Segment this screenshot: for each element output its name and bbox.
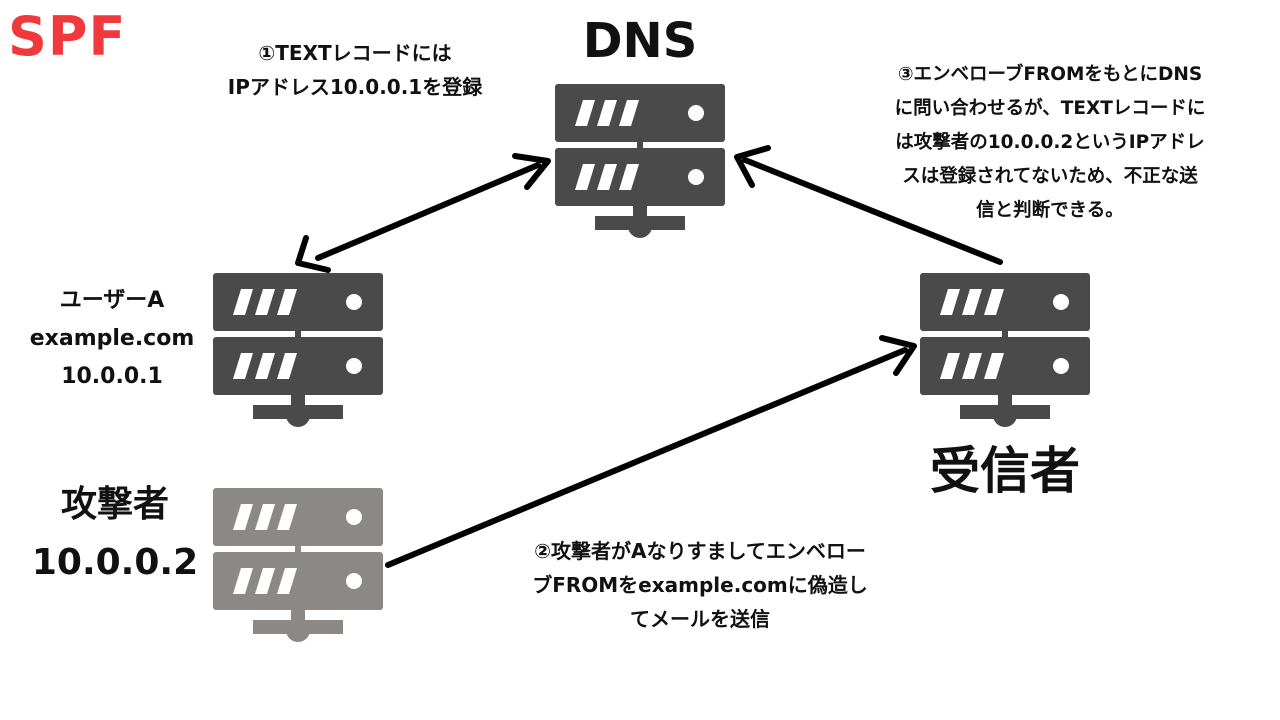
diagram-title: SPF bbox=[8, 5, 127, 68]
attacker-name: 攻撃者 bbox=[60, 484, 169, 525]
dns-label: DNS bbox=[582, 13, 698, 69]
step3-note: ③エンベローブFROMをもとにDNS に問い合わせるが、TEXTレコードに は攻… bbox=[830, 58, 1270, 228]
attacker-server-icon bbox=[213, 488, 383, 642]
step3-line-4: スは登録されてないため、不正な送 bbox=[902, 166, 1198, 187]
attacker-label: 攻撃者 10.0.0.2 bbox=[10, 476, 220, 592]
step3-line-2: に問い合わせるが、TEXTレコードに bbox=[894, 98, 1206, 119]
step3-line-5: 信と判断できる。 bbox=[976, 200, 1124, 221]
arrow-user-a-dns bbox=[295, 153, 551, 273]
user-a-domain: example.com bbox=[29, 326, 195, 351]
dns-server-icon bbox=[555, 84, 725, 238]
step3-line-3: は攻撃者の10.0.0.2というIPアドレ bbox=[895, 132, 1205, 153]
step1-note: ①TEXTレコードには IPアドレス10.0.0.1を登録 bbox=[170, 36, 540, 104]
step2-line-3: てメールを送信 bbox=[630, 607, 770, 631]
user-a-name: ユーザーA bbox=[59, 288, 165, 313]
step1-line-1: ①TEXTレコードには bbox=[258, 41, 452, 65]
user-a-ip: 10.0.0.1 bbox=[61, 364, 163, 389]
attacker-ip: 10.0.0.2 bbox=[31, 542, 199, 583]
step2-line-2: ブFROMをexample.comに偽造し bbox=[532, 573, 868, 597]
arrow-attacker-receiver bbox=[385, 335, 917, 568]
step3-line-1: ③エンベローブFROMをもとにDNS bbox=[897, 64, 1203, 85]
step1-line-2: IPアドレス10.0.0.1を登録 bbox=[227, 75, 483, 99]
receiver-label: 受信者 bbox=[930, 442, 1080, 500]
step2-note: ②攻撃者がAなりすましてエンベロー ブFROMをexample.comに偽造し … bbox=[440, 534, 960, 636]
arrow-receiver-dns bbox=[734, 145, 1003, 265]
receiver-server-icon bbox=[920, 273, 1090, 427]
user-a-label: ユーザーA example.com 10.0.0.1 bbox=[0, 282, 224, 396]
user-a-server-icon bbox=[213, 273, 383, 427]
step2-line-1: ②攻撃者がAなりすましてエンベロー bbox=[534, 539, 866, 563]
